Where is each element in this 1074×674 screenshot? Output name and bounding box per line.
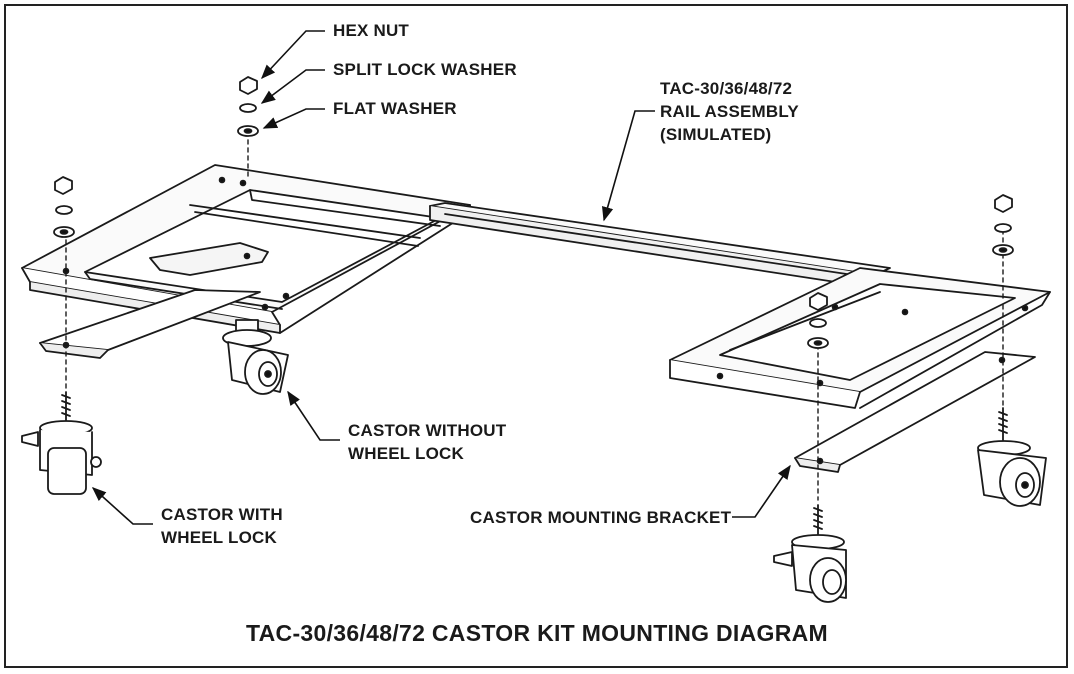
castor-with-wheel-lock-left [21,391,102,495]
right-frame-assembly [669,267,1051,409]
bracket-leader [732,464,791,518]
castor-without-lock-label-line2: WHEEL LOCK [348,444,464,463]
left-frame-assembly [21,164,471,334]
hex-nut-label: HEX NUT [333,21,410,40]
castor-mounting-bracket-label: CASTOR MOUNTING BRACKET [470,508,732,527]
split-lock-washer-leader [260,69,325,104]
rail-assembly-leader [602,110,655,222]
diagram-frame [4,4,1068,668]
left-castor-mounting-bracket [39,289,261,359]
castor-with-wheel-lock-right [977,407,1047,507]
rail-assembly-label-line1: TAC-30/36/48/72 [660,79,793,98]
flat-washer-label: FLAT WASHER [333,99,457,118]
flat-washer-leader [262,108,325,129]
split-lock-washer-label: SPLIT LOCK WASHER [333,60,517,79]
castor-without-wheel-lock [222,319,289,395]
castor-with-wheel-lock-bottom [773,504,847,603]
rail-assembly-label-line3: (SIMULATED) [660,125,772,144]
hardware-stack-rail [807,292,829,349]
castor-with-lock-label-line2: WHEEL LOCK [161,528,277,547]
castor-with-lock-leader [91,487,153,525]
rail-assembly [429,202,891,289]
hex-nut-leader [261,30,325,80]
castor-with-lock-label-line1: CASTOR WITH [161,505,283,524]
diagram-title: TAC-30/36/48/72 CASTOR KIT MOUNTING DIAG… [245,620,828,646]
hardware-stack-left [53,176,75,238]
hardware-stack-right [992,194,1014,256]
hardware-stack-center [237,76,259,137]
castor-without-lock-leader [287,390,340,441]
castor-without-lock-label-line1: CASTOR WITHOUT [348,421,507,440]
rail-assembly-label-line2: RAIL ASSEMBLY [660,102,799,121]
